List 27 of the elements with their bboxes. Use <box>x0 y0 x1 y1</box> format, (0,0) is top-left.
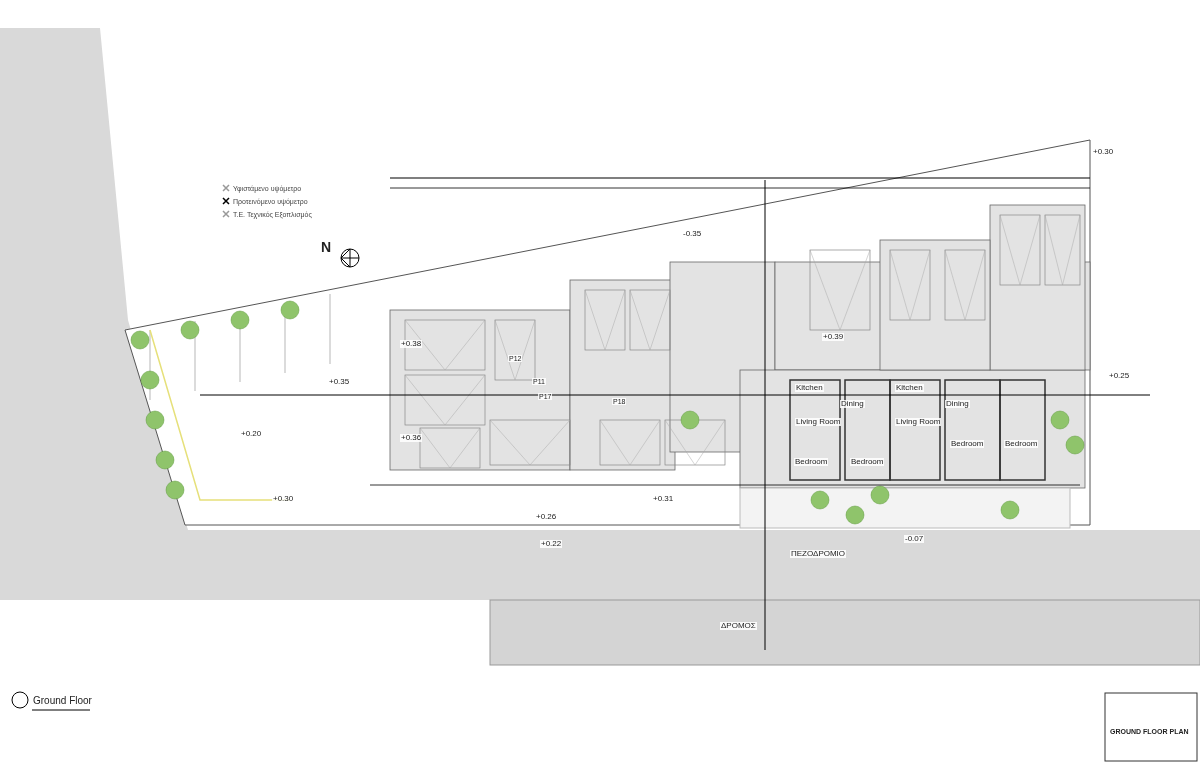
room-name: Kitchen <box>795 384 824 392</box>
street-label: ΠΕΖΟΔΡΟΜΙΟ <box>790 550 847 558</box>
room-name: Bedroom <box>850 458 885 466</box>
level-mark: +0.31 <box>652 495 675 503</box>
north-label: N <box>320 240 333 254</box>
room-name: Dining <box>840 400 865 408</box>
room-name: Bedroom <box>1004 440 1039 448</box>
level-mark: +0.35 <box>328 378 351 386</box>
level-mark: +0.30 <box>1092 148 1115 156</box>
level-mark: +0.38 <box>400 340 423 348</box>
room-name: Dining <box>945 400 970 408</box>
room-name: Bedroom <box>794 458 829 466</box>
level-mark: +0.26 <box>535 513 558 521</box>
view-title: Ground Floor <box>32 696 93 706</box>
room-name: Living Room <box>895 418 942 426</box>
level-mark: +0.20 <box>240 430 263 438</box>
street-label: ΔΡΟΜΟΣ <box>720 622 757 630</box>
level-mark: -0.35 <box>682 230 703 238</box>
level-mark: +0.39 <box>822 333 845 341</box>
room-name: Kitchen <box>895 384 924 392</box>
level-mark: +0.22 <box>540 540 563 548</box>
level-mark: +0.36 <box>400 434 423 442</box>
room-name: Living Room <box>795 418 842 426</box>
level-mark: -0.07 <box>904 535 925 543</box>
level-mark: +0.30 <box>272 495 295 503</box>
level-mark: +0.25 <box>1108 372 1131 380</box>
room-name: Bedroom <box>950 440 985 448</box>
